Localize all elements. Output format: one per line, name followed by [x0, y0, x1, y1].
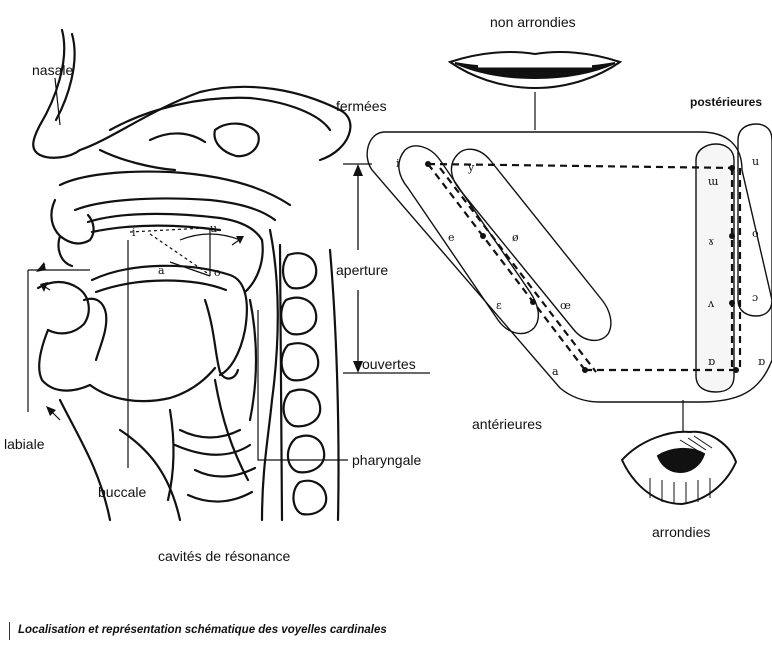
vowel-i: i: [396, 158, 400, 170]
vowel-u: u: [752, 156, 759, 168]
label-nasale: nasale: [32, 62, 73, 78]
point-u: u: [210, 222, 217, 235]
label-non-rounded: non arrondies: [490, 14, 576, 30]
label-buccale: buccale: [98, 484, 146, 500]
vowel-open-o-bottom: ɒ: [758, 356, 765, 368]
label-pharyngale: pharyngale: [352, 452, 421, 468]
vowel-o: o: [752, 228, 759, 240]
label-closed: fermées: [336, 98, 387, 114]
label-front: antérieures: [472, 416, 542, 432]
vowel-turned-m: ɯ: [708, 176, 718, 188]
rounded-lips-drawing: [622, 400, 736, 504]
vowel-ram-horns: ɤ: [708, 236, 714, 248]
vowel-y: y: [468, 162, 474, 174]
point-o: o: [214, 266, 221, 279]
vowel-turned-v: ʌ: [708, 298, 714, 310]
vowel-open-o: ɔ: [752, 292, 758, 304]
label-open: ouvertes: [362, 356, 416, 372]
vowel-turned-script-a: ɒ: [708, 356, 715, 368]
vowel-trapezoid: [428, 164, 740, 372]
point-a: a: [158, 264, 165, 277]
figure-caption: Localisation et représentation schématiq…: [18, 624, 387, 636]
vowel-e: e: [448, 232, 455, 244]
label-back: postérieures: [690, 94, 762, 110]
vowel-oe: œ: [560, 300, 571, 312]
anatomy-leaders: [28, 78, 348, 468]
label-aperture: aperture: [336, 262, 388, 278]
label-labiale: labiale: [4, 436, 44, 452]
vowel-a: a: [552, 366, 559, 378]
vowel-epsilon: ɛ: [496, 300, 502, 312]
label-resonance-cavities: cavités de résonance: [158, 548, 290, 564]
back-rounded-capsule: [738, 124, 772, 316]
front-rounded-capsule: [451, 149, 610, 340]
unrounded-lips-drawing: [450, 52, 620, 130]
caption-bar: [9, 622, 10, 640]
label-rounded: arrondies: [652, 524, 710, 540]
vowel-o-slash: ø: [512, 232, 519, 244]
vowel-points: [425, 161, 739, 373]
head-section-drawing: [33, 30, 350, 520]
point-i: i: [132, 226, 136, 239]
